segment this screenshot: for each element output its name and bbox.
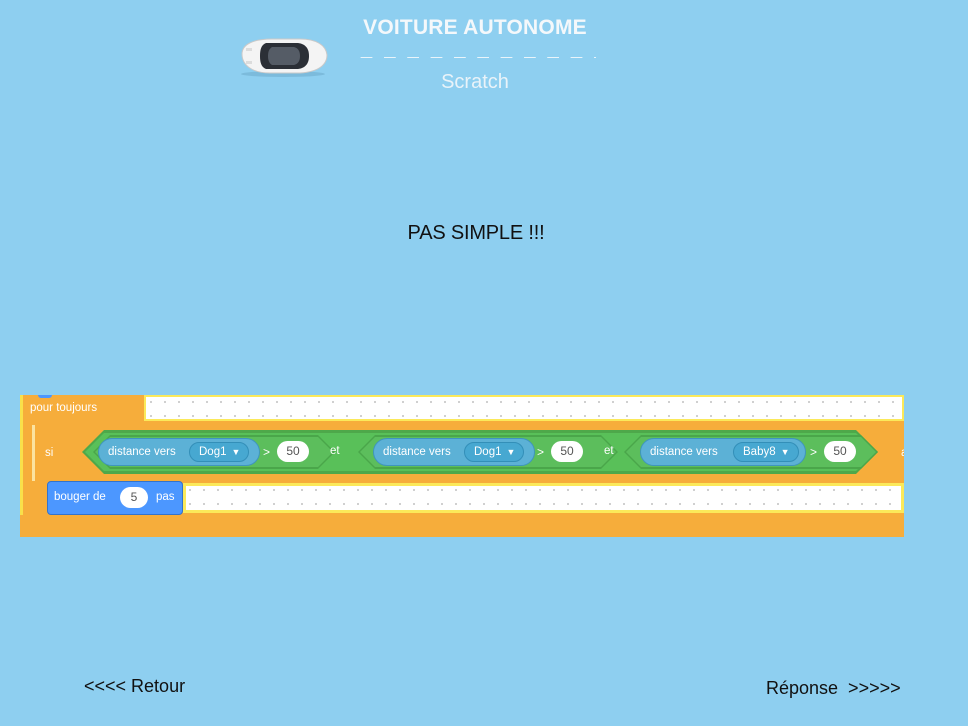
distance-sensor-3[interactable]: distance vers Baby8 ▼ bbox=[640, 438, 806, 466]
operator-1: > bbox=[263, 445, 271, 459]
target-value-3: Baby8 bbox=[743, 446, 776, 458]
answer-link[interactable]: Réponse >>>>> bbox=[766, 678, 901, 698]
distance-label-1: distance vers bbox=[108, 446, 176, 458]
dropdown-arrow-icon: ▼ bbox=[780, 447, 790, 457]
if-label: si bbox=[45, 447, 54, 459]
page-title: VOITURE AUTONOME bbox=[363, 16, 587, 39]
scratch-script: pour toujours si distance vers Dog1 ▼ > 5… bbox=[20, 395, 904, 537]
back-link[interactable]: <<<< Retour bbox=[84, 676, 186, 696]
threshold-input-2[interactable]: 50 bbox=[551, 441, 583, 462]
car-icon bbox=[236, 34, 330, 78]
dropdown-arrow-icon: ▼ bbox=[231, 447, 241, 457]
dropdown-arrow-icon: ▼ bbox=[506, 447, 516, 457]
title-divider: — — — — — — — — — — — bbox=[360, 50, 596, 62]
threshold-input-1[interactable]: 50 bbox=[277, 441, 309, 462]
forever-stack-area bbox=[144, 395, 904, 421]
script-edge bbox=[20, 395, 23, 537]
distance-sensor-2[interactable]: distance vers Dog1 ▼ bbox=[373, 438, 535, 466]
target-dropdown-2[interactable]: Dog1 ▼ bbox=[464, 442, 525, 462]
operator-3: > bbox=[810, 445, 818, 459]
forever-block-label: pour toujours bbox=[30, 402, 98, 414]
steps-input[interactable]: 5 bbox=[120, 487, 148, 508]
if-body-area bbox=[183, 483, 904, 513]
and-label-1: et bbox=[330, 445, 340, 457]
steps-suffix: pas bbox=[156, 491, 175, 503]
move-label: bouger de bbox=[54, 491, 106, 503]
if-block-footer bbox=[20, 515, 904, 537]
target-value-2: Dog1 bbox=[474, 446, 502, 458]
block-notch bbox=[38, 395, 52, 398]
distance-sensor-1[interactable]: distance vers Dog1 ▼ bbox=[98, 438, 260, 466]
target-dropdown-1[interactable]: Dog1 ▼ bbox=[189, 442, 250, 462]
threshold-input-3[interactable]: 50 bbox=[824, 441, 856, 462]
target-value-1: Dog1 bbox=[199, 446, 227, 458]
if-block[interactable]: si distance vers Dog1 ▼ > 50 et distance … bbox=[32, 425, 904, 481]
message-text: PAS SIMPLE !!! bbox=[407, 222, 545, 244]
page-subtitle: Scratch bbox=[441, 71, 509, 93]
operator-2: > bbox=[537, 445, 545, 459]
move-steps-block[interactable]: bouger de 5 pas bbox=[47, 481, 183, 515]
distance-label-3: distance vers bbox=[650, 446, 718, 458]
distance-label-2: distance vers bbox=[383, 446, 451, 458]
target-dropdown-3[interactable]: Baby8 ▼ bbox=[733, 442, 799, 462]
and-label-2: et bbox=[604, 445, 614, 457]
then-label: alo bbox=[901, 447, 904, 459]
